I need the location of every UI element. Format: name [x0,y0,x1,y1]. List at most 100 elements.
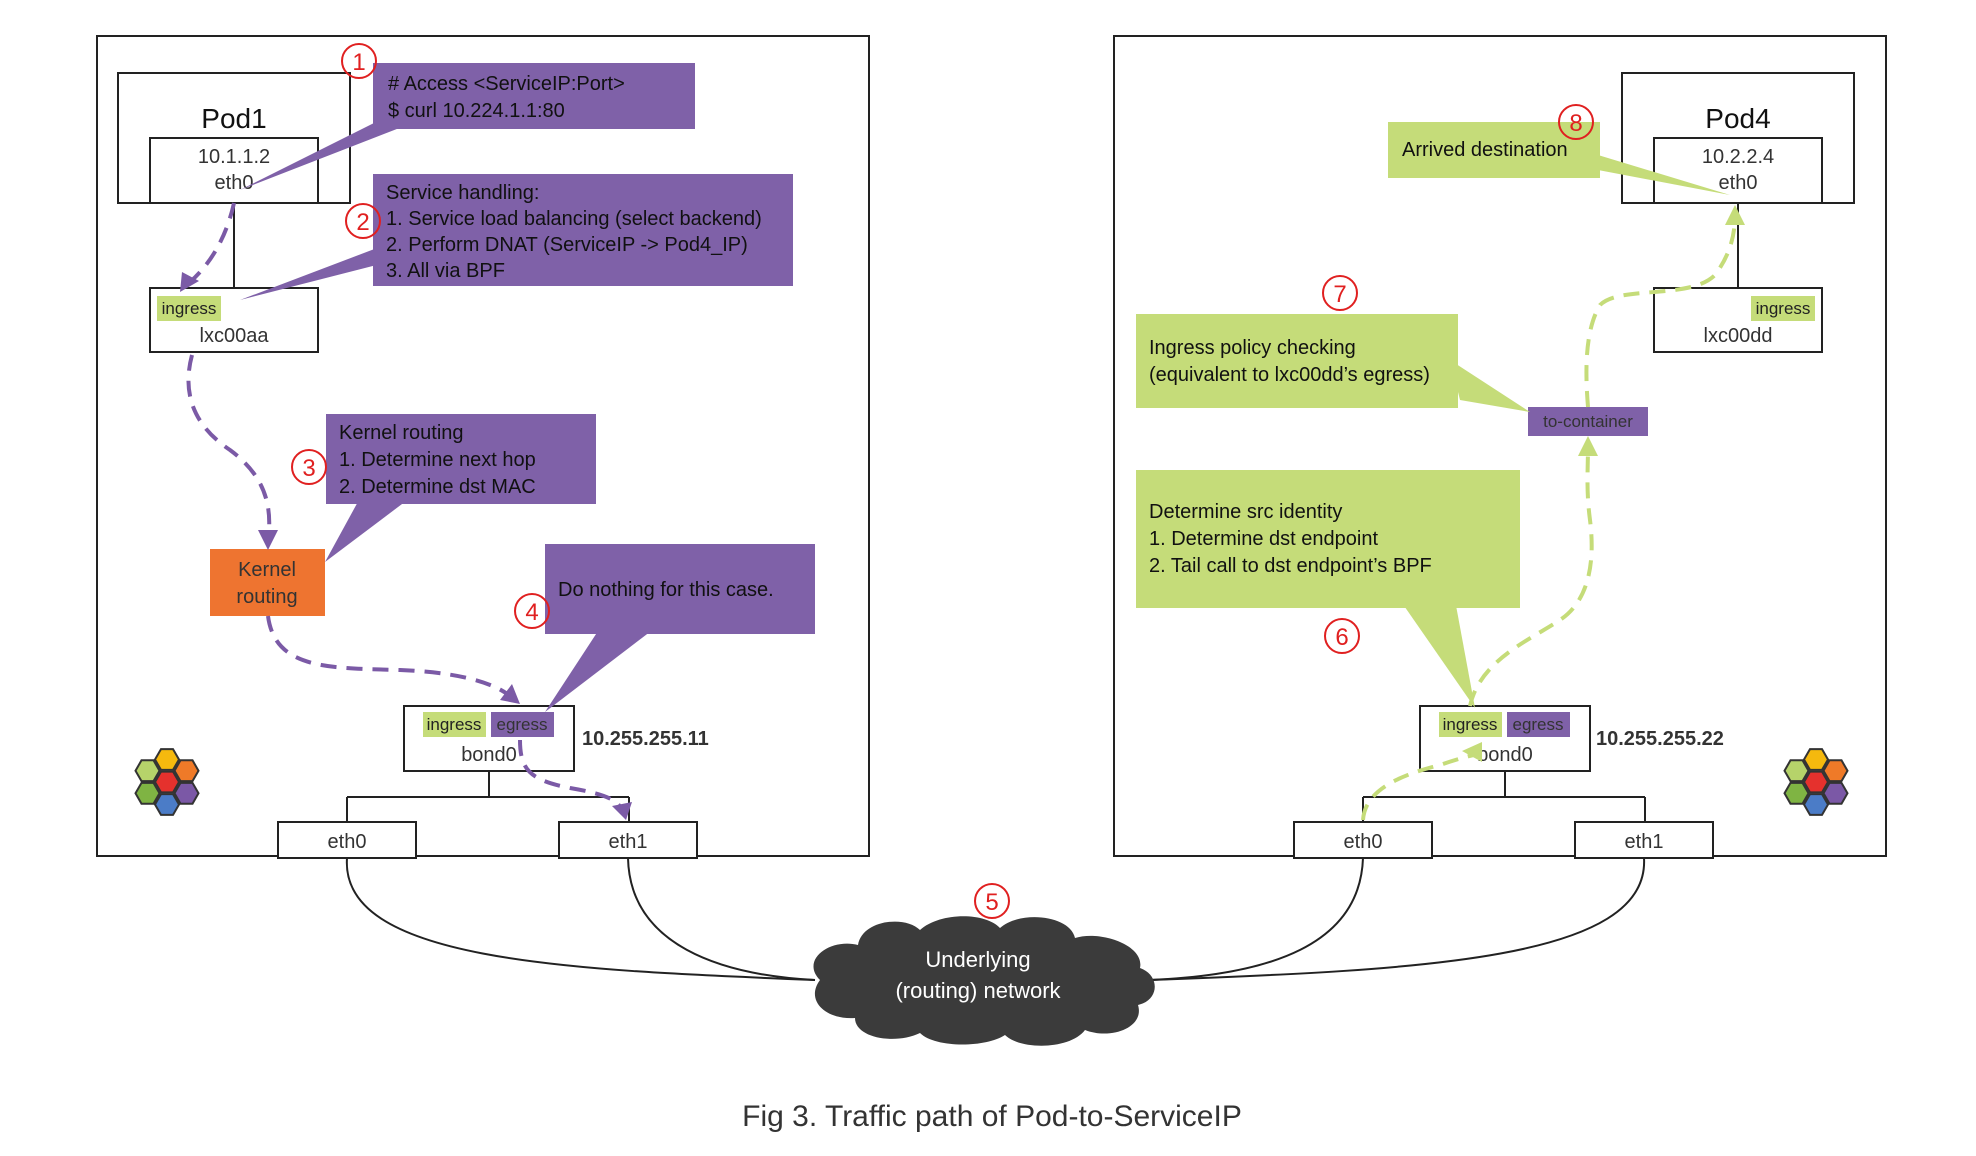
callout-3-pointer [325,498,410,562]
underlying-network-cloud: Underlying (routing) network [813,916,1155,1046]
pod4-ip: 10.2.2.4 [1702,146,1774,168]
callout-6-line3: 2. Tail call to dst endpoint’s BPF [1149,555,1432,577]
callout-4-pointer [545,628,655,712]
cloud-line1: Underlying [925,947,1030,972]
right-bond-egress-label: egress [1512,715,1563,734]
left-bond-egress-label: egress [496,715,547,734]
flow-kernel-to-bond [266,615,512,698]
left-host: Pod1 10.1.1.2 eth0 ingress lxc00aa Kerne… [96,35,870,859]
logo-hex-bottom [1802,793,1830,816]
right-bond-ip: 10.255.255.22 [1596,728,1724,750]
step-3-label: 3 [302,455,315,482]
step-1-label: 1 [352,49,365,76]
step-8: 8 [1558,104,1594,140]
step-8-label: 8 [1569,110,1582,137]
right-eth0-box [1293,821,1433,859]
step-5: 5 [974,883,1010,919]
step-2-label: 2 [356,209,369,236]
left-bond-egress-tag [491,712,554,737]
step-4-label: 4 [525,599,538,626]
pod1-iface: eth0 [215,172,254,194]
callout-2-box [373,174,793,286]
logo-hex-top [1802,748,1830,771]
callout-7-line1: Ingress policy checking [1149,337,1356,359]
logo-hex-upper-right [173,759,200,783]
callout-2-line1: Service handling: [386,182,539,204]
callout-6-pointer [1400,600,1475,708]
callout-8-box [1388,122,1600,178]
callout-3-box [326,414,596,504]
pod1-ip: 10.1.1.2 [198,146,270,168]
lxc00dd-ingress-label: ingress [1756,299,1811,318]
logo-hex-lower-left [134,781,161,805]
callout-2-line4: 3. All via BPF [386,260,505,282]
callout-1: # Access <ServiceIP:Port> $ curl 10.224.… [240,63,695,190]
callout-4-box [545,544,815,634]
step-5-label: 5 [985,889,998,916]
logo-hex-bottom [153,793,181,816]
step-6-label: 6 [1335,624,1348,651]
callout-6-line2: 1. Determine dst endpoint [1149,528,1378,550]
callout-2-line2: 1. Service load balancing (select backen… [386,208,762,230]
callout-1-pointer [240,120,420,190]
step-7-label: 7 [1333,281,1346,308]
logo-hex-upper-left [134,759,161,783]
flow-tocontainer-to-pod4 [1584,214,1737,408]
lxc00aa-ingress-tag [157,296,221,321]
cloud-line2: (routing) network [895,978,1061,1003]
callout-3: Kernel routing 1. Determine next hop 2. … [325,414,596,562]
pod4-title: Pod4 [1705,103,1770,134]
flow-arrow-2 [258,530,278,550]
logo-hex-upper-left [1783,759,1810,783]
left-eth0-label: eth0 [328,831,367,853]
logo-hex-lower-right [1822,781,1849,805]
callout-7-line2: (equivalent to lxc00dd’s egress) [1149,364,1430,386]
flow-eth0-to-bond [1361,752,1479,821]
step-4: 4 [514,593,550,629]
left-bond-ip: 10.255.255.11 [582,728,709,750]
logo-hex-upper-right [1822,759,1849,783]
right-eth1-wire [1149,857,1646,981]
kernel-routing-box [210,549,325,616]
kernel-routing-line2: routing [236,586,297,608]
flow-lxc-to-kernel [186,354,272,541]
callout-4: Do nothing for this case. [545,544,815,712]
logo-hex-center [1802,770,1830,794]
step-1: 1 [341,43,377,79]
logo-hex-lower-left [1783,781,1810,805]
step-7: 7 [1322,275,1358,311]
left-bond-ingress-tag [423,712,486,737]
step-markers: 1 2 3 4 5 6 7 8 [291,43,1594,919]
right-host: Pod4 10.2.2.4 eth0 ingress lxc00dd to-co… [1113,35,1887,859]
pod4-eth-box [1653,137,1823,204]
callout-1-line2: $ curl 10.224.1.1:80 [388,100,565,122]
callout-1-line1: # Access <ServiceIP:Port> [388,73,625,95]
to-container-label: to-container [1543,412,1633,431]
lxc00aa-ingress-label: ingress [162,299,217,318]
right-bond-ingress-tag [1439,712,1502,737]
left-bond-ingress-label: ingress [427,715,482,734]
right-eth0-wire [1149,857,1364,981]
figure-caption: Fig 3. Traffic path of Pod-to-ServiceIP [742,1100,1242,1133]
lxc00dd-ingress-tag [1751,296,1815,321]
flow-arrow-7 [1725,205,1745,225]
cilium-logo-right [1783,748,1849,816]
flow-arrow-4 [612,802,632,820]
kernel-routing-line1: Kernel [238,559,296,581]
green-flow [1361,205,1745,821]
purple-flow [180,202,632,820]
callout-1-box [373,63,695,129]
logo-hex-top [153,748,181,771]
step-3: 3 [291,449,327,485]
right-eth0-label: eth0 [1344,831,1383,853]
cloud-shape [813,916,1155,1046]
pod1-title: Pod1 [201,103,266,134]
left-eth1-box [558,821,698,859]
right-eth1-label: eth1 [1625,831,1664,853]
left-bond-name: bond0 [461,744,517,766]
callout-7: Ingress policy checking (equivalent to l… [1136,314,1530,412]
callout-8-line1: Arrived destination [1402,139,1568,161]
left-eth1-wire [627,857,816,981]
callout-8: Arrived destination [1388,122,1730,195]
